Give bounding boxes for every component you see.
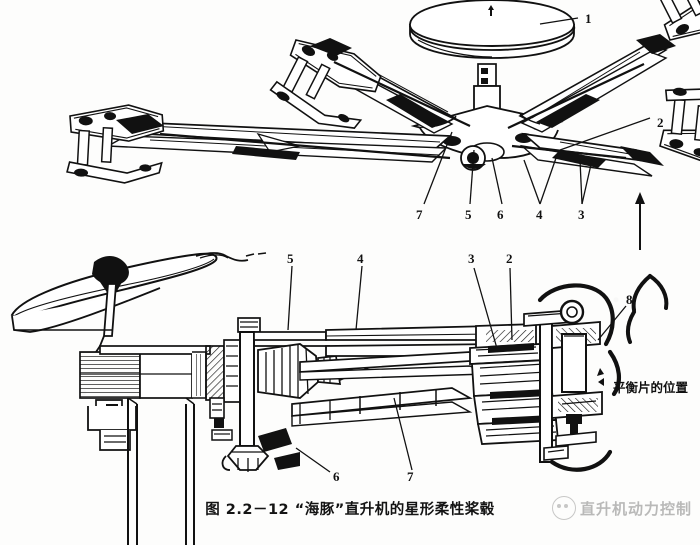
watermark-text: 直升机动力控制: [579, 499, 692, 518]
lower-callout-labels: 5 4 3 2 8 6 7: [287, 251, 633, 484]
callout-lower-5: 5: [287, 251, 294, 266]
part-1-hub-cap: [409, 0, 575, 59]
callout-lower-2: 2: [506, 251, 513, 266]
flex-beam-arms: [291, 351, 490, 427]
blade-spar-sleeve: [79, 345, 211, 399]
figure-caption-wrap: 图 2.2－12 “海豚”直升机的星形柔性桨毂: [0, 498, 700, 519]
annotation-balance-tab-position: 平衡片的位置: [613, 380, 689, 395]
balance-tab-brackets: [537, 283, 621, 472]
callout-4: 4: [536, 207, 543, 222]
watermark: 直升机动力控制: [551, 496, 692, 520]
callout-2: 2: [657, 115, 664, 130]
upper-callout-labels: 1 2 7 5 6 4 3: [416, 11, 664, 222]
lower-leader-lines: [287, 265, 627, 473]
blade-grip-assembly: [469, 299, 603, 463]
hub-arm-lower-left: [65, 101, 453, 186]
callout-1: 1: [585, 11, 592, 26]
callout-7: 7: [416, 207, 423, 222]
annotation-arrow-markers: [597, 368, 604, 386]
upper-leader-lines: [423, 17, 651, 205]
callout-3: 3: [578, 207, 585, 222]
callout-lower-6: 6: [333, 469, 340, 484]
panda-icon: [551, 496, 576, 520]
balance-tab-arc-right: [625, 274, 669, 344]
callout-lower-3: 3: [468, 251, 475, 266]
section-link-arrow: [635, 192, 645, 250]
lower-view-section: 5 4 3 2 8 6 7: [10, 251, 669, 545]
callout-lower-7: 7: [407, 469, 414, 484]
upper-view-isometric: 1 2 7 5 6 4 3: [65, 0, 700, 250]
callout-lower-4: 4: [357, 251, 364, 266]
hub-damper-rods: [159, 61, 645, 168]
hub-arm-lower-right: [519, 81, 700, 177]
callout-5: 5: [465, 207, 472, 222]
callout-6: 6: [497, 207, 504, 222]
elastomeric-bearing-group: [205, 317, 371, 472]
callout-lower-8: 8: [626, 292, 633, 307]
figure-caption: 图 2.2－12 “海豚”直升机的星形柔性桨毂: [205, 502, 495, 518]
blade-airfoil-section: [10, 252, 267, 353]
hub-flange-stack-left: [87, 397, 195, 545]
